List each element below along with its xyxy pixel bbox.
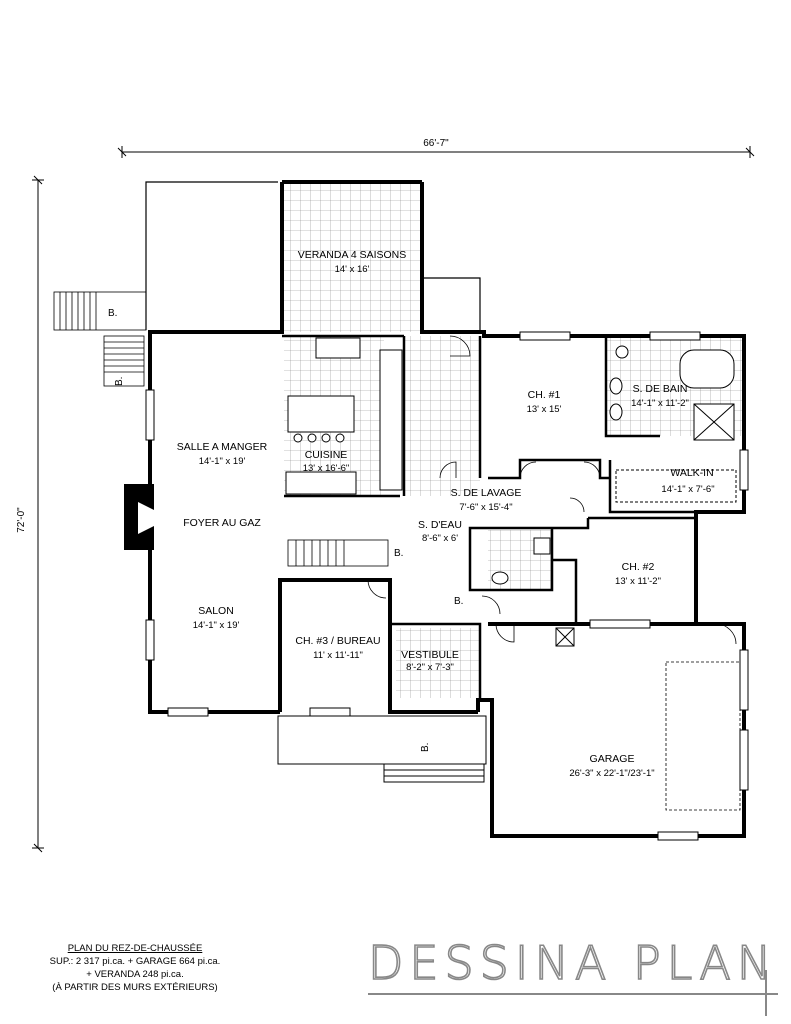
room-name-walk-in: WALK-IN (670, 467, 713, 479)
width-dimension: 66'-7" (423, 138, 449, 149)
exterior-stairs (53, 291, 147, 387)
room-name-s-de-lavage: S. DE LAVAGE (451, 487, 522, 499)
depth-dimension: 72'-0" (16, 507, 27, 533)
logo-text: DESSINA PLAN (367, 935, 778, 991)
dimension-lines (32, 146, 755, 853)
caption-line1: SUP.: 2 317 pi.ca. + GARAGE 664 pi.ca. (49, 956, 221, 967)
room-size-salle-a-manger: 14'-1" x 19' (199, 456, 246, 467)
front-porch (277, 715, 487, 783)
interior-stair (287, 539, 389, 567)
room-size-ch3: 11' x 11'-11" (313, 650, 363, 661)
stair-mark: B. (420, 743, 431, 752)
fireplace-block (124, 484, 154, 550)
room-size-walk-in: 14'-1" x 7'-6" (661, 484, 714, 495)
room-size-ch2: 13' x 11'-2" (615, 576, 661, 587)
doors (367, 335, 737, 645)
room-name-salon: SALON (198, 605, 234, 617)
room-name-ch2: CH. #2 (622, 561, 655, 573)
fixtures (285, 337, 737, 647)
room-name-cuisine: CUISINE (305, 449, 348, 461)
room-name-vestibule: VESTIBULE (401, 649, 459, 661)
dessina-plan-logo: DESSINA PLAN (367, 935, 788, 1016)
stair-mark: B. (454, 596, 463, 607)
caption-title: PLAN DU REZ-DE-CHAUSSÉE (67, 943, 203, 954)
garage-door (665, 661, 741, 811)
room-size-cuisine: 13' x 16'-6" (303, 463, 350, 474)
room-name-garage: GARAGE (590, 753, 635, 765)
fireplace-label: FOYER AU GAZ (183, 517, 261, 529)
logo-underline (368, 970, 778, 1016)
room-name-salle-a-manger: SALLE A MANGER (177, 441, 268, 453)
room-name-s-de-bain: S. DE BAIN (633, 383, 688, 395)
dimension-labels: 66'-7" 72'-0" (16, 138, 449, 533)
interior-walls (280, 334, 744, 700)
room-size-ch1: 13' x 15' (527, 404, 562, 415)
room-name-ch1: CH. #1 (528, 389, 561, 401)
room-name-veranda: VERANDA 4 SAISONS (298, 249, 407, 261)
caption-line3: (À PARTIR DES MURS EXTÉRIEURS) (52, 982, 218, 993)
upper-deck-outline (145, 181, 481, 332)
stair-mark: B. (394, 548, 403, 559)
room-size-vestibule: 8'-2" x 7'-3" (406, 662, 454, 673)
plan-caption: PLAN DU REZ-DE-CHAUSSÉE SUP.: 2 317 pi.c… (20, 942, 250, 994)
room-name-ch3: CH. #3 / BUREAU (295, 635, 380, 647)
room-size-s-de-lavage: 7'-6" x 15'-4" (459, 502, 512, 513)
caption-line2: + VERANDA 248 pi.ca. (86, 969, 184, 980)
stair-mark: B. (114, 377, 125, 386)
room-name-s-deau: S. D'EAU (418, 519, 462, 531)
room-size-s-deau: 8'-6" x 6' (422, 533, 458, 544)
room-size-veranda: 14' x 16' (335, 264, 370, 275)
stair-markers: B. B. B. B. B. (108, 308, 463, 752)
room-size-garage: 26'-3" x 22'-1"/23'-1" (569, 768, 654, 779)
stair-mark: B. (108, 308, 117, 319)
room-labels: VERANDA 4 SAISONS 14' x 16' SALLE A MANG… (177, 249, 715, 779)
room-size-salon: 14'-1" x 19' (193, 620, 240, 631)
exterior-walls (148, 180, 746, 838)
room-size-s-de-bain: 14'-1" x 11'-2" (631, 398, 689, 409)
